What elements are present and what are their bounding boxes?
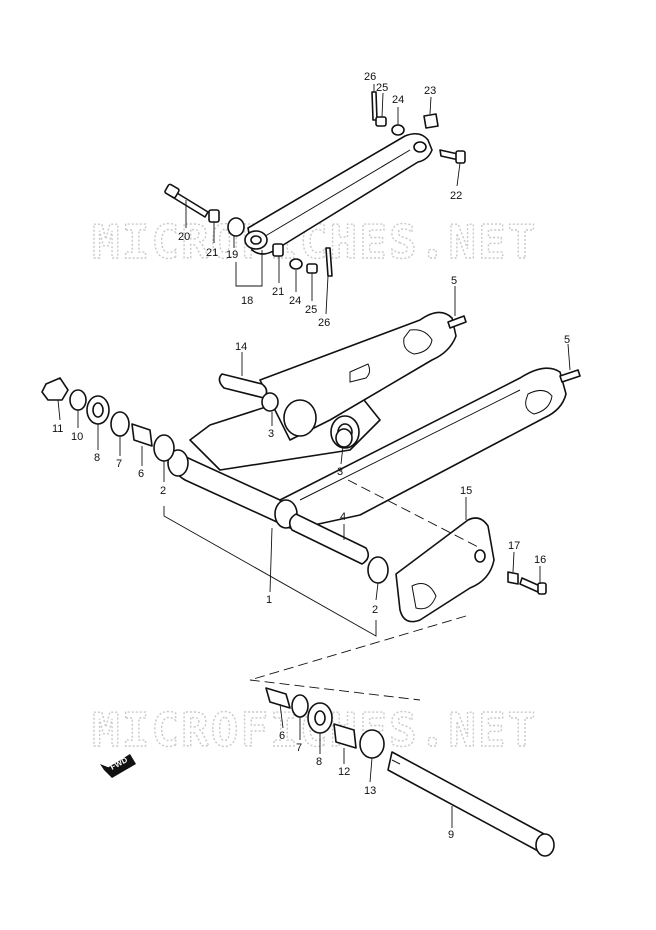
callout-15: 15 [460,485,472,497]
callout-17: 17 [508,540,520,552]
callout-7-upper: 7 [116,458,122,470]
pivot-spacer-4 [288,513,370,565]
pivot-shaft-9 [387,751,553,853]
callout-7-lower: 7 [296,742,302,754]
callout-11: 11 [52,423,63,435]
swingarm-right-arm [279,367,567,529]
spacer-tube-14 [218,373,268,399]
callout-3-right: 3 [337,466,343,478]
fwd-arrow-icon: FWD [100,754,136,778]
callout-3-left: 3 [268,428,274,440]
callout-25-bottom: 25 [305,304,317,316]
callout-12: 12 [338,766,350,778]
bearing-3-right [335,428,353,448]
callout-14: 14 [235,341,247,353]
nut-11 [41,377,69,401]
callout-1: 1 [266,594,272,606]
collar-21-top [208,209,220,223]
callout-18: 18 [241,295,253,307]
callout-labels: 26 25 24 23 22 20 21 19 18 21 24 25 26 5… [52,71,570,841]
collar-6 [131,423,153,447]
washer-24-top [391,124,405,136]
callout-5-left: 5 [451,275,457,287]
callout-24-bottom: 24 [289,295,301,307]
callout-26-top: 26 [364,71,376,83]
bearing-2-right [367,556,389,584]
callout-2-right: 2 [372,604,378,616]
bearing-12 [333,723,357,749]
callout-16: 16 [534,554,546,566]
pivot-shaft-assembly [265,687,555,857]
collar-6-lower [265,687,291,709]
pivot-left-parts [41,377,175,462]
bushing-23 [423,113,439,129]
callout-9: 9 [448,829,454,841]
adjuster-bolt-right [559,369,581,383]
callout-21-top: 21 [206,247,218,259]
callout-26-bottom: 26 [318,317,330,329]
washer-7 [110,411,130,437]
collar-17 [507,571,519,585]
callout-19: 19 [226,249,238,261]
swingarm [167,311,581,529]
washer-7-lower [291,694,309,718]
callout-6-lower: 6 [279,730,285,742]
castle-nut-bottom [306,263,318,274]
washer-10 [69,389,87,411]
callout-8-lower: 8 [316,756,322,768]
callout-20: 20 [178,231,190,243]
callout-2-left: 2 [160,485,166,497]
leader-lines [57,84,571,828]
chain-guide-15 [395,517,495,623]
adjuster-13 [359,729,385,759]
callout-4: 4 [340,511,346,523]
bearing-3-left [261,392,279,412]
washer-24-bottom [289,258,303,270]
torque-rod-assembly [164,91,466,277]
bearing-2-left [153,434,175,462]
callout-21-bottom: 21 [272,286,284,298]
collar-21-bottom [272,243,284,257]
callout-23: 23 [424,85,436,97]
callout-24-top: 24 [392,94,404,106]
callout-13: 13 [364,785,376,797]
bushing-19 [227,217,245,237]
callout-6-upper: 6 [138,468,144,480]
callout-8-upper: 8 [94,452,100,464]
callout-10: 10 [71,431,83,443]
cotter-pin-top [371,91,378,121]
callout-5-right: 5 [564,334,570,346]
bolt-16 [519,577,541,593]
callout-22: 22 [450,190,462,202]
adjuster-bolt-left [447,315,467,329]
callout-25-top: 25 [376,82,388,94]
cotter-pin-bottom [325,247,333,277]
castle-nut-top [375,116,387,127]
